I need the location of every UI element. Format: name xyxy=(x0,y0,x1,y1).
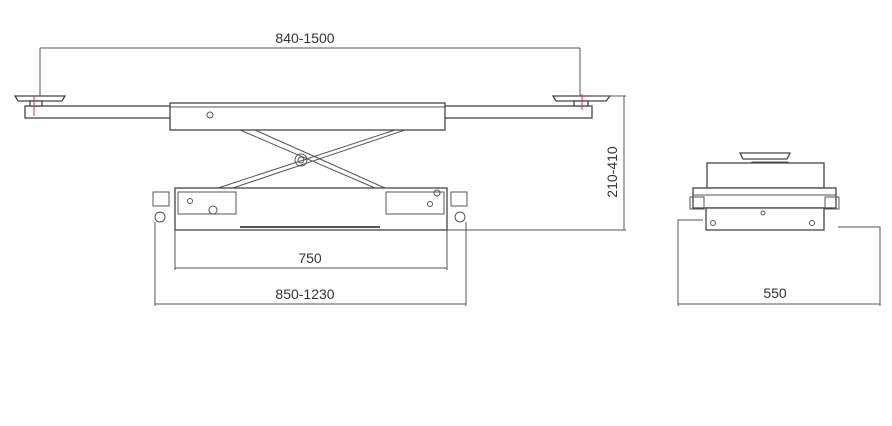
side-frame xyxy=(705,207,825,231)
pad-stem xyxy=(573,100,589,107)
side-top xyxy=(706,162,825,189)
right-wheel xyxy=(450,191,468,223)
left-pad xyxy=(13,95,67,102)
bolt-icon xyxy=(433,189,441,197)
left-wheel xyxy=(152,191,170,223)
base-outline xyxy=(677,219,881,306)
bolt-icon xyxy=(187,198,193,204)
lift-height-label: 210-410 xyxy=(604,146,620,198)
bolt-icon xyxy=(208,205,218,215)
side-pad xyxy=(738,152,792,160)
base-length-label: 850-1230 xyxy=(275,286,334,302)
frame-block xyxy=(385,191,445,215)
base-frame xyxy=(174,187,448,231)
frame-block xyxy=(177,191,237,215)
front-view: 840-1500 210-410 750 850-1230 xyxy=(13,30,626,306)
side-view: 550 xyxy=(677,152,881,306)
side-wheel xyxy=(824,196,840,210)
scissor-mechanism xyxy=(217,129,406,189)
side-wheel xyxy=(689,196,705,210)
pad-stem xyxy=(29,100,43,107)
bolt-icon xyxy=(206,111,214,119)
frame-length-label: 750 xyxy=(298,250,322,266)
bolt-icon xyxy=(427,201,433,207)
side-width-label: 550 xyxy=(763,285,787,301)
side-rail xyxy=(692,187,837,209)
arm-span-label: 840-1500 xyxy=(275,30,334,46)
